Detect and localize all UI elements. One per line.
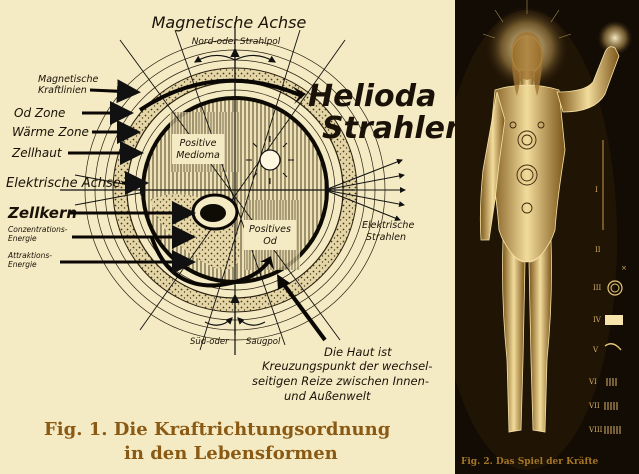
label-magnetic: Magnetische bbox=[38, 74, 98, 85]
cell-nucleus bbox=[191, 193, 239, 231]
membrane-note-3: seitigen Reize zwischen Innen- bbox=[252, 374, 429, 388]
force-scale: I II × III IV V VI VII VIII bbox=[588, 140, 627, 434]
label-attraction-2: Energie bbox=[8, 260, 37, 269]
scale-label-4: IV bbox=[593, 316, 602, 324]
halo-rays bbox=[482, 0, 572, 39]
sun-icon bbox=[246, 136, 294, 184]
scale-label-6: VI bbox=[588, 378, 597, 386]
south-pole-label-1: Süd-oder bbox=[190, 337, 229, 347]
positive-od-label-1: Positives bbox=[249, 224, 291, 235]
scale-label-8: VIII bbox=[588, 426, 603, 434]
helioda-title-line1: Helioda bbox=[308, 79, 436, 114]
magnetic-axis-title: Magnetische Achse bbox=[152, 13, 307, 32]
label-concentration-2: Energie bbox=[8, 234, 37, 243]
figure-2-caption: Fig. 2. Das Spiel der Kräfte bbox=[461, 456, 599, 467]
cell-force-diagram: Positive Medioma Positives Od bbox=[6, 13, 455, 464]
figure-2-panel: I II × III IV V VI VII VIII bbox=[455, 0, 639, 474]
helioda-title-line2: Strahlen bbox=[322, 111, 455, 146]
curved-arrow-top bbox=[138, 78, 301, 112]
label-od-zone: Od Zone bbox=[14, 106, 65, 120]
scale-label-2: II bbox=[595, 246, 601, 254]
helioda-rays bbox=[119, 29, 346, 351]
scale-label-1: I bbox=[595, 186, 598, 194]
label-cell-membrane: Zellhaut bbox=[11, 146, 63, 160]
scale-label-5: V bbox=[592, 346, 599, 354]
label-electric-axis: Elektrische Achse bbox=[6, 176, 121, 191]
hand-halo bbox=[597, 20, 633, 56]
electric-rays-label-2: Strahlen bbox=[366, 232, 406, 243]
scale-label-x: × bbox=[621, 264, 627, 272]
figure-1-panel: Positive Medioma Positives Od bbox=[0, 0, 455, 474]
label-attraction-1: Attraktions- bbox=[7, 251, 52, 260]
energy-centers bbox=[509, 121, 545, 214]
figure-1-caption-line2: in den Lebensformen bbox=[124, 443, 338, 464]
spiral-icon bbox=[607, 280, 623, 296]
light-block-icon bbox=[605, 315, 623, 325]
label-force-lines: Kraftlinien bbox=[38, 85, 87, 96]
positive-medioma-label-2: Medioma bbox=[176, 150, 220, 161]
positive-medioma-label-1: Positive bbox=[180, 138, 217, 149]
figure-1-caption-line1: Fig. 1. Die Kraftrichtungsordnung bbox=[44, 419, 391, 440]
label-warm-zone: Wärme Zone bbox=[12, 125, 89, 139]
electric-rays-label-1: Elektrische bbox=[362, 220, 414, 231]
south-pole-label-2: Saugpol bbox=[246, 337, 281, 347]
membrane-note-2: Kreuzungspunkt der wechsel- bbox=[262, 359, 433, 373]
electric-rays bbox=[324, 159, 406, 221]
membrane-pointer bbox=[280, 280, 327, 342]
scale-label-3: III bbox=[593, 284, 602, 292]
positive-od-label-2: Od bbox=[263, 236, 277, 247]
human-figure-illustration: I II × III IV V VI VII VIII bbox=[455, 0, 633, 470]
north-pole-arrows bbox=[193, 47, 277, 96]
membrane-note-4: und Außenwelt bbox=[284, 389, 371, 403]
north-pole-label: Nord-oder Strahlpol bbox=[192, 37, 281, 47]
wave-icon bbox=[604, 343, 622, 351]
membrane-note-1: Die Haut ist bbox=[324, 345, 392, 359]
label-nucleus: Zellkern bbox=[7, 204, 77, 222]
south-pole-arrows bbox=[204, 293, 266, 335]
scale-label-7: VII bbox=[588, 402, 600, 410]
label-concentration-1: Conzentrations- bbox=[8, 225, 68, 234]
